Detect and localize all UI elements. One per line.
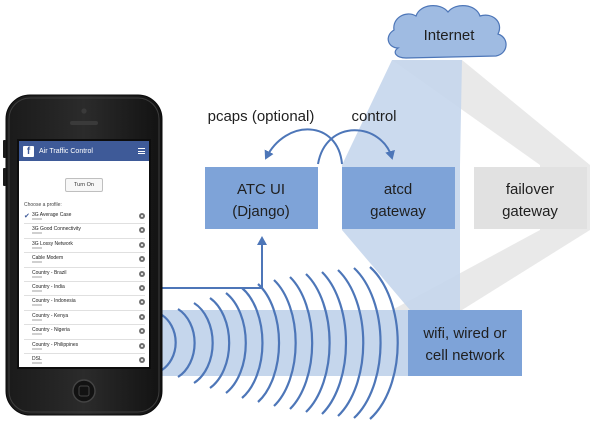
home-button-icon[interactable] [72, 379, 96, 403]
atcd-gateway-box [342, 167, 455, 229]
profile-list-item[interactable]: Country - Philippines [24, 340, 145, 354]
profile-list-item[interactable]: DSL [24, 354, 145, 367]
network-label-line1: wifi, wired or [422, 325, 506, 342]
profile-subtext [32, 361, 42, 364]
profile-label: Cable Modem [32, 255, 64, 262]
profile-subtext [32, 246, 42, 249]
app-title: Air Traffic Control [39, 147, 93, 155]
atcd-label-line1: atcd [384, 181, 412, 198]
phone-screen: f Air Traffic Control Turn On Choose a p… [19, 141, 149, 367]
profile-subtext [32, 347, 42, 350]
facebook-icon: f [23, 145, 34, 157]
profile-list-item[interactable]: Cable Modem [24, 253, 145, 268]
profile-options-icon[interactable] [139, 213, 145, 219]
atc-ui-label-line1: ATC UI [237, 181, 285, 198]
internet-label: Internet [424, 27, 476, 44]
profile-label: Country - Kenya [32, 312, 69, 319]
checkmark-icon: ✔ [24, 213, 30, 220]
choose-profile-label: Choose a profile: [24, 202, 62, 208]
atc-ui-box [205, 167, 318, 229]
profile-options-icon[interactable] [139, 270, 145, 277]
atc-ui-label-line2: (Django) [232, 203, 290, 220]
profile-subtext [32, 318, 42, 321]
profile-list-item[interactable]: 3G Good Connectivity [24, 224, 145, 239]
profile-options-icon[interactable] [139, 299, 145, 306]
speaker-icon [70, 121, 98, 125]
profile-subtext [32, 304, 42, 307]
profile-options-icon[interactable] [139, 328, 145, 335]
profile-list-item[interactable]: Country - Indonesia [24, 296, 145, 311]
profile-list-item[interactable]: Country - Nigeria [24, 325, 145, 340]
camera-icon [81, 108, 87, 114]
profile-list-item[interactable]: Country - Kenya [24, 311, 145, 326]
atcd-label-line2: gateway [370, 203, 426, 220]
wireless-signal-icon [161, 266, 399, 420]
network-box [408, 310, 522, 376]
profile-options-icon[interactable] [139, 241, 145, 248]
profile-options-icon[interactable] [139, 342, 145, 349]
profile-subtext [32, 218, 42, 220]
network-label-line2: cell network [425, 347, 505, 364]
profile-list-item[interactable]: Country - Brazil [24, 268, 145, 282]
turn-on-button[interactable]: Turn On [65, 178, 103, 192]
profile-options-icon[interactable] [139, 313, 145, 320]
profile-subtext [32, 333, 42, 336]
profile-list-item[interactable]: Country - India [24, 282, 145, 297]
failover-gateway-box [474, 167, 587, 229]
profile-options-icon[interactable] [139, 227, 145, 234]
profile-list-item[interactable]: 3G Lossy Network [24, 239, 145, 254]
failover-label-line2: gateway [502, 203, 558, 220]
pcaps-arrow [264, 128, 343, 165]
profile-options-icon[interactable] [139, 284, 145, 291]
phone-to-atc-ui-arrow [152, 236, 267, 289]
profile-subtext [32, 232, 42, 235]
profile-label: DSL [32, 355, 42, 362]
profile-label: Country - Nigeria [32, 327, 70, 334]
profile-subtext [32, 261, 42, 264]
profile-subtext [32, 289, 42, 292]
failover-label-line1: failover [506, 181, 554, 198]
profile-options-icon[interactable] [139, 256, 145, 263]
profile-label: 3G Good Connectivity [32, 226, 81, 233]
control-arrow [317, 129, 395, 165]
control-label: control [351, 108, 396, 125]
failover-band [392, 60, 590, 310]
profile-label: 3G Lossy Network [32, 240, 73, 247]
profile-label: 3G Average Case [32, 212, 72, 218]
profile-options-icon[interactable] [139, 356, 145, 363]
internet-cloud-icon [387, 5, 507, 59]
profile-label: Country - Indonesia [32, 298, 76, 305]
menu-icon[interactable] [138, 148, 145, 154]
pcaps-label: pcaps (optional) [208, 108, 315, 125]
profile-label: Country - India [32, 283, 65, 290]
profile-label: Country - Brazil [32, 269, 67, 276]
app-bar: f Air Traffic Control [19, 141, 149, 161]
profile-subtext [32, 275, 42, 278]
profile-list-item[interactable]: ✔3G Average Case [24, 210, 145, 225]
profile-label: Country - Philippines [32, 341, 79, 348]
